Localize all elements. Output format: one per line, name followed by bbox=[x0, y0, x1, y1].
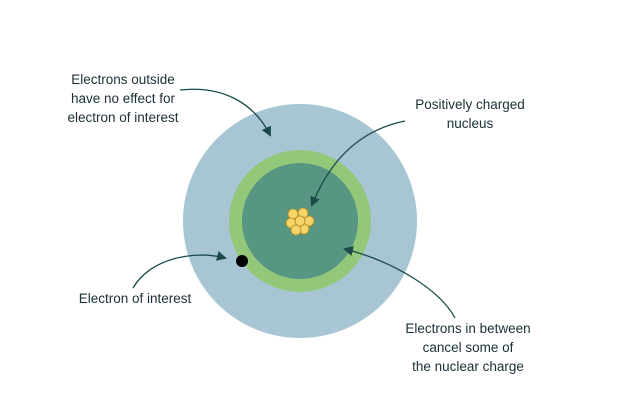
label-positively-charged-nucleus: Positively charged nucleus bbox=[395, 95, 545, 133]
label-line: Electrons in between bbox=[405, 321, 531, 336]
label-electron-of-interest: Electron of interest bbox=[60, 289, 210, 308]
label-electrons-outside: Electrons outside have no effect for ele… bbox=[48, 70, 198, 127]
label-electrons-in-between: Electrons in between cancel some of the … bbox=[388, 319, 548, 376]
label-line: have no effect for bbox=[70, 91, 176, 106]
arrow-electrons-between bbox=[343, 246, 456, 319]
label-line: Positively charged bbox=[415, 97, 525, 112]
label-line: nucleus bbox=[446, 116, 494, 131]
arrow-electron-of-interest bbox=[132, 251, 227, 289]
label-line: Electron of interest bbox=[78, 291, 192, 306]
nucleus-icon bbox=[285, 207, 315, 236]
arrow-electrons-outside bbox=[179, 88, 271, 137]
label-line: electron of interest bbox=[67, 110, 179, 125]
label-line: cancel some of bbox=[422, 340, 514, 355]
label-line: the nuclear charge bbox=[412, 359, 524, 374]
arrow-nucleus bbox=[310, 120, 406, 207]
electron-of-interest-dot bbox=[236, 255, 248, 267]
label-line: Electrons outside bbox=[71, 72, 175, 87]
